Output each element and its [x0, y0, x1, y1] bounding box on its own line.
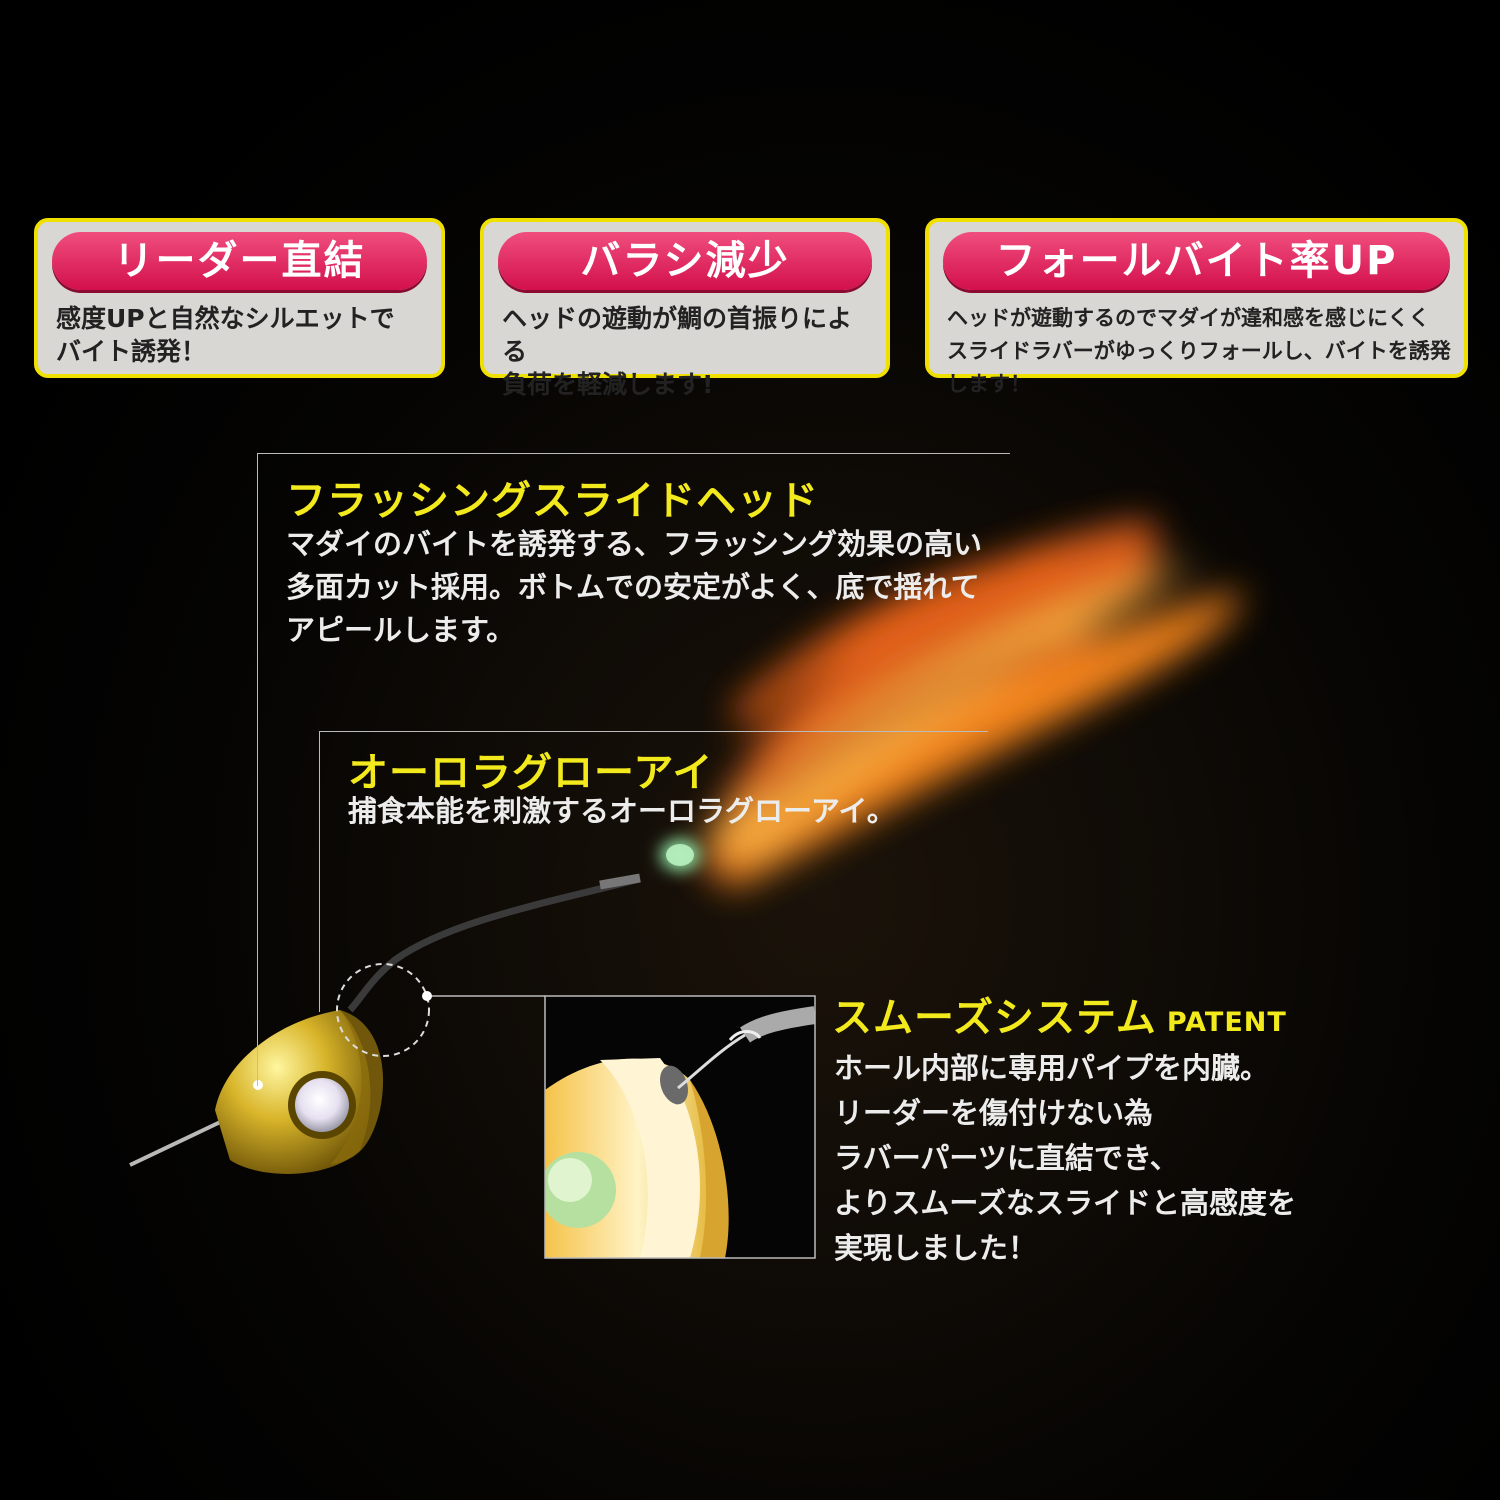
- feature-card-leader-direct: リーダー直結 感度UPと自然なシルエットで バイト誘発！: [34, 218, 445, 378]
- patent-badge: PATENT: [1166, 1007, 1287, 1038]
- feature-text: 感度UPと自然なシルエットで バイト誘発！: [56, 304, 395, 366]
- feature-title: バラシ減少: [498, 232, 872, 290]
- smooth-title-text: スムーズシステム: [832, 995, 1157, 1041]
- feature-card-less-dropout: バラシ減少 ヘッドの遊動が鯛の首振りによる 負荷を軽減します!: [480, 218, 890, 399]
- eye-section-title: オーロラグローアイ: [348, 750, 714, 796]
- feature-text: ヘッドの遊動が鯛の首振りによる 負荷を軽減します!: [502, 304, 853, 399]
- feature-card-fall-bite: フォールバイト率UP ヘッドが遊動するのでマダイが違和感を感じにくく スライドラ…: [925, 218, 1468, 396]
- smooth-section-title: スムーズシステム PATENT: [832, 985, 1287, 1043]
- feature-title: リーダー直結: [52, 232, 427, 290]
- eye-section-body: 捕食本能を刺激するオーロラグローアイ。: [348, 794, 896, 828]
- head-section-body: マダイのバイトを誘発する、フラッシング効果の高い 多面カット採用。ボトムでの安定…: [286, 527, 983, 647]
- feature-text: ヘッドが遊動するのでマダイが違和感を感じにくく スライドラバーがゆっくりフォール…: [947, 306, 1451, 396]
- head-callout-frame: [257, 453, 1010, 1086]
- feature-title: フォールバイト率UP: [943, 232, 1450, 290]
- head-section-title: フラッシングスライドヘッド: [286, 478, 819, 524]
- smooth-system-inset: [544, 995, 816, 1259]
- eye-callout-frame: [319, 731, 988, 1012]
- smooth-section-body: ホール内部に専用パイプを内臓。 リーダーを傷付けない為 ラバーパーツに直結でき、…: [834, 1051, 1296, 1265]
- rubber-skirt: [700, 520, 1241, 890]
